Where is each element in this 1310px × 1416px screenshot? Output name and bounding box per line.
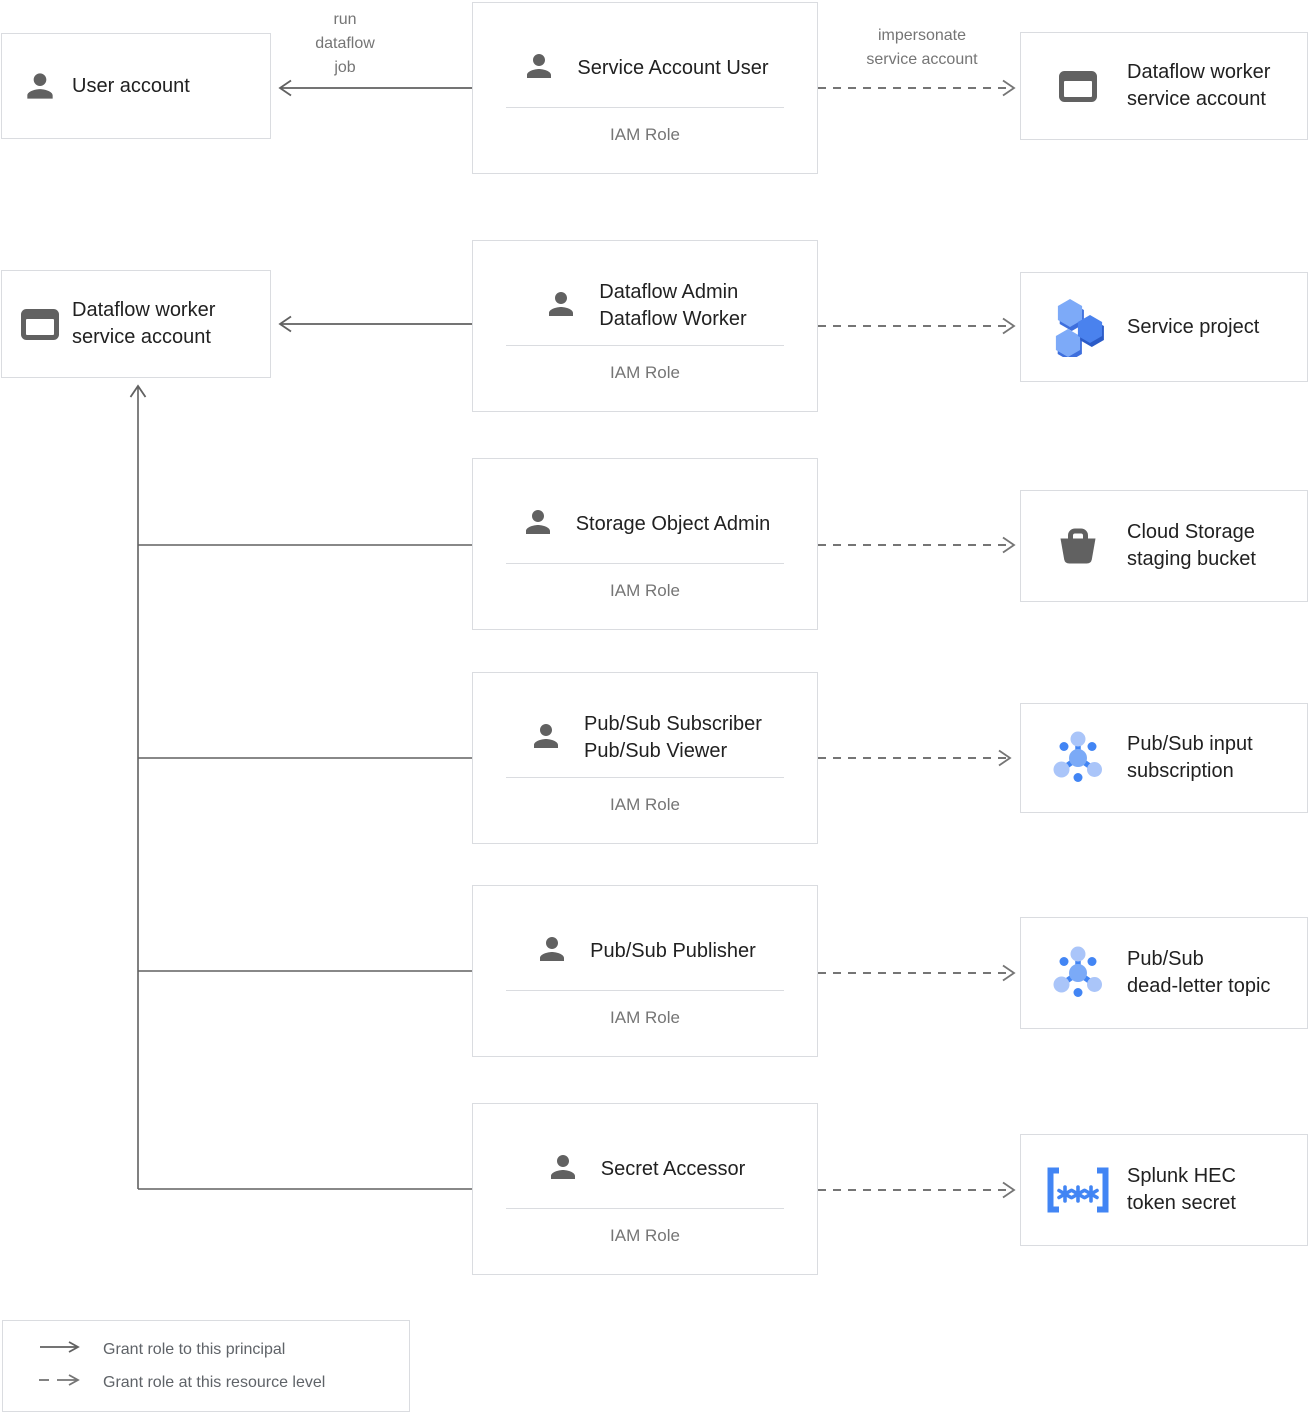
dataflow-worker-sa-box: Dataflow worker service account (1, 270, 271, 378)
role-head: Pub/Sub Subscriber Pub/Sub Viewer (473, 699, 817, 777)
role-box-pubsub-subscriber-viewer: Pub/Sub Subscriber Pub/Sub Viewer IAM Ro… (472, 672, 818, 844)
resource-label: Splunk HEC token secret (1127, 1163, 1236, 1217)
role-head: Storage Object Admin (473, 485, 817, 563)
role-box-dataflow-admin-worker: Dataflow Admin Dataflow Worker IAM Role (472, 240, 818, 412)
solid-arrow-icon (39, 1339, 83, 1360)
divider (506, 990, 784, 991)
edge-label-impersonate: impersonate service account (822, 24, 1022, 72)
resource-box-staging-bucket: Cloud Storage staging bucket (1020, 490, 1308, 602)
resource-label-line: staging bucket (1127, 548, 1256, 570)
role-box-secret-accessor: Secret Accessor IAM Role (472, 1103, 818, 1275)
role-title-line: Pub/Sub Publisher (590, 939, 756, 962)
service-account-icon (1043, 70, 1113, 102)
resource-box-dataflow-worker-sa: Dataflow worker service account (1020, 32, 1308, 140)
role-head: Service Account User (473, 29, 817, 107)
divider (506, 107, 784, 108)
node-label: User account (72, 73, 190, 100)
person-icon (18, 67, 62, 105)
legend: Grant role to this principal Grant role … (2, 1320, 410, 1412)
role-box-storage-object-admin: Storage Object Admin IAM Role (472, 458, 818, 630)
role-head: Secret Accessor (473, 1130, 817, 1208)
iam-role-label: IAM Role (610, 581, 680, 600)
role-title: Secret Accessor (601, 1156, 746, 1183)
user-account-box: User account (1, 33, 271, 139)
edge-label-line: run (333, 11, 357, 28)
resource-box-deadletter-topic: Pub/Sub dead-letter topic (1020, 917, 1308, 1029)
legend-solid-label: Grant role to this principal (103, 1340, 286, 1358)
iam-role-label: IAM Role (610, 795, 680, 814)
divider (506, 777, 784, 778)
node-label: Dataflow worker service account (72, 297, 215, 351)
person-icon (545, 1149, 581, 1190)
resource-label-line: Cloud Storage (1127, 521, 1255, 543)
role-title-line: Storage Object Admin (575, 512, 771, 535)
resource-label-line: Pub/Sub input (1127, 733, 1253, 755)
person-icon (543, 286, 579, 327)
person-icon (521, 48, 557, 89)
role-title-line: Secret Accessor (600, 1157, 746, 1180)
role-title-line: Pub/Sub Subscriber (584, 713, 762, 735)
person-icon (520, 504, 556, 545)
person-icon (528, 718, 564, 759)
edge-label-line: service account (866, 51, 978, 68)
resource-label: Pub/Sub input subscription (1127, 731, 1253, 785)
role-head: Pub/Sub Publisher (473, 912, 817, 990)
edge-label-line: impersonate (877, 27, 967, 44)
role-box-pubsub-publisher: Pub/Sub Publisher IAM Role (472, 885, 818, 1057)
legend-row-solid: Grant role to this principal (39, 1339, 409, 1360)
resource-label-line: Pub/Sub (1127, 948, 1204, 970)
person-icon (534, 931, 570, 972)
divider (506, 345, 784, 346)
divider (506, 1208, 784, 1209)
project-icon (1043, 297, 1113, 357)
resource-label: Service project (1127, 314, 1259, 341)
resource-label: Dataflow worker service account (1127, 59, 1270, 113)
role-title-line: Pub/Sub Viewer (584, 740, 728, 762)
dashed-arrow-icon (39, 1372, 83, 1393)
role-head: Dataflow Admin Dataflow Worker (473, 267, 817, 345)
resource-label-line: dead-letter topic (1127, 975, 1271, 997)
role-box-service-account-user: Service Account User IAM Role (472, 2, 818, 174)
resource-label-line: Splunk HEC (1127, 1165, 1236, 1187)
resource-box-token-secret: Splunk HEC token secret (1020, 1134, 1308, 1246)
role-title: Service Account User (577, 55, 768, 82)
role-title-line: Dataflow Admin (599, 281, 739, 303)
role-title: Storage Object Admin (576, 511, 771, 538)
resource-label: Cloud Storage staging bucket (1127, 519, 1256, 573)
bucket-icon (1043, 526, 1113, 566)
resource-box-service-project: Service project (1020, 272, 1308, 382)
service-account-icon (18, 308, 62, 340)
legend-dashed-label: Grant role at this resource level (103, 1373, 326, 1391)
resource-label-line: Dataflow worker (1127, 61, 1271, 83)
resource-label-line: Service project (1127, 315, 1260, 338)
edge-label-line: job (334, 59, 356, 76)
edge-label-line: dataflow (315, 35, 375, 52)
role-title: Pub/Sub Subscriber Pub/Sub Viewer (584, 711, 762, 765)
node-label-line: User account (72, 74, 190, 97)
resource-label-line: subscription (1127, 760, 1234, 782)
role-title-line: Service Account User (577, 56, 769, 79)
secret-icon (1043, 1167, 1113, 1213)
resource-label: Pub/Sub dead-letter topic (1127, 946, 1270, 1000)
iam-role-label: IAM Role (610, 125, 680, 144)
role-title: Dataflow Admin Dataflow Worker (599, 279, 746, 333)
resource-label-line: token secret (1127, 1192, 1236, 1214)
legend-row-dashed: Grant role at this resource level (39, 1372, 409, 1393)
role-title: Pub/Sub Publisher (590, 938, 756, 965)
node-label-line: Dataflow worker (72, 299, 216, 321)
pubsub-icon (1043, 727, 1113, 789)
resource-box-input-subscription: Pub/Sub input subscription (1020, 703, 1308, 813)
iam-role-label: IAM Role (610, 363, 680, 382)
pubsub-icon (1043, 942, 1113, 1004)
resource-label-line: service account (1127, 88, 1266, 110)
role-title-line: Dataflow Worker (599, 308, 747, 330)
iam-role-label: IAM Role (610, 1008, 680, 1027)
divider (506, 563, 784, 564)
edge-label-run-dataflow-job: run dataflow job (275, 8, 415, 80)
node-label-line: service account (72, 326, 211, 348)
iam-role-label: IAM Role (610, 1226, 680, 1245)
